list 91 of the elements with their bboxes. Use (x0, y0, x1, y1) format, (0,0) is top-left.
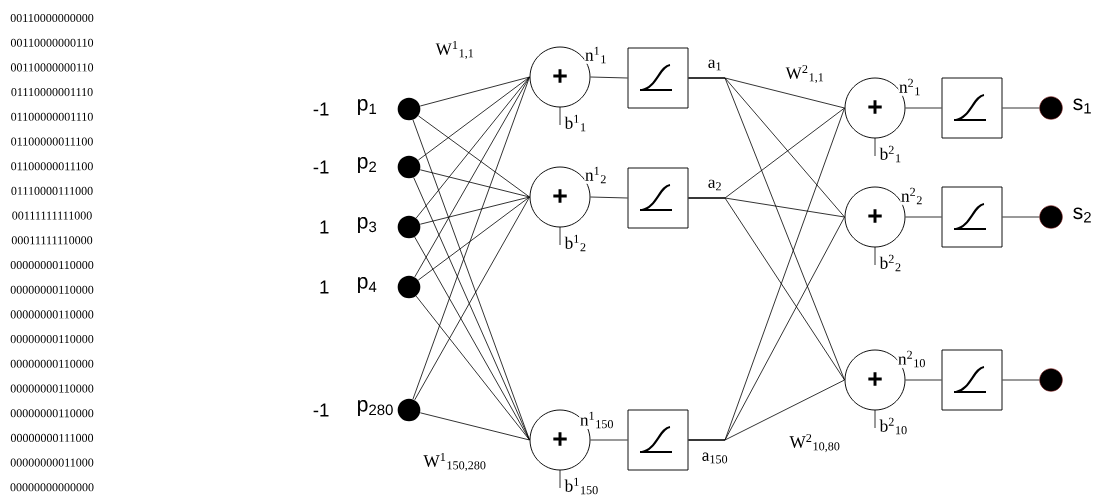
connector-line (419, 412, 530, 441)
input-value: 1 (320, 220, 329, 234)
edge-label: W$^{1}$1,1 (434, 40, 476, 60)
binary-row: 00000000110000 (10, 310, 94, 319)
binary-row: 00000000110000 (10, 359, 94, 368)
binary-row: 00011111110000 (11, 236, 93, 245)
binary-row: 01110000001110 (11, 88, 93, 97)
input-dot (397, 155, 421, 179)
edge-label: n$^{2}$10 (897, 350, 927, 368)
input-label: p$_{280}$ (358, 400, 393, 416)
binary-row: 00110000000000 (10, 13, 94, 23)
edge-label: W$^{2}$1,1 (784, 64, 826, 84)
output-dot (1039, 368, 1063, 392)
input-value: -1 (313, 102, 329, 116)
bias-label: b$^{1}$1 (564, 114, 586, 132)
connector-line (590, 439, 628, 441)
binary-row: 00110000000110 (10, 63, 94, 72)
edge-label: n$^{1}$1 (584, 46, 608, 64)
connector-line (415, 295, 530, 441)
connector-line (414, 196, 530, 401)
input-dot (397, 97, 421, 121)
transfer-function-box (941, 349, 1003, 411)
binary-row: 01110000111000 (11, 186, 93, 195)
output-label: a$_{1}$ (708, 59, 721, 71)
edge-label: n$^{2}$1 (898, 78, 922, 96)
binary-row: 00000000111000 (10, 433, 94, 442)
input-label: p$_{3}$ (358, 217, 377, 233)
input-dot (397, 215, 421, 239)
connector-line (590, 196, 628, 199)
connector-line (419, 196, 530, 225)
output-dot (1039, 205, 1063, 229)
connector-line (688, 379, 845, 441)
binary-row: 00111111111000 (12, 211, 92, 220)
connector-line (905, 379, 942, 381)
edge-label: n$^{1}$2 (584, 166, 608, 184)
input-value: -1 (313, 160, 329, 174)
bias-label: b$^{2}$1 (879, 145, 901, 163)
input-value: -1 (313, 403, 329, 417)
edge-label: n$^{2}$2 (900, 187, 924, 205)
connector-line (590, 76, 628, 79)
connector-line (905, 216, 942, 218)
binary-row: 00110000000110 (10, 38, 94, 47)
binary-row: 00000000110000 (10, 285, 94, 294)
input-dot (397, 398, 421, 422)
binary-row: 00000000000000 (10, 483, 94, 492)
output-label: a$_{150}$ (702, 452, 728, 464)
connector-line (415, 76, 530, 219)
connector-line (419, 76, 530, 107)
output-label: a$_{2}$ (708, 179, 721, 191)
connector-line (412, 76, 530, 400)
connector-line (413, 177, 530, 441)
connector-line (417, 196, 530, 281)
connector-line (1002, 216, 1040, 218)
output-label: s$_{1}$ (1073, 98, 1091, 114)
input-label: p$_{2}$ (358, 157, 376, 173)
connector-line (414, 236, 530, 441)
binary-row: 01100000011100 (11, 137, 93, 146)
connector-line (417, 76, 530, 161)
input-label: p$_{1}$ (358, 99, 377, 115)
connector-line (417, 115, 530, 198)
connector-line (1002, 107, 1040, 109)
input-dot (397, 275, 421, 299)
connector-line (1002, 379, 1040, 381)
input-value: 1 (320, 280, 329, 294)
output-label: s$_{2}$ (1073, 207, 1091, 223)
binary-row: 00000000011000 (10, 458, 94, 467)
binary-row: 01100000001110 (11, 112, 93, 121)
binary-row: 00000000110000 (10, 384, 94, 393)
transfer-function-box (627, 409, 689, 471)
transfer-function-box (627, 47, 689, 109)
transfer-function-box (941, 186, 1003, 248)
binary-row: 01100000011100 (11, 162, 93, 171)
transfer-function-box (941, 77, 1003, 139)
bias-label: b$^{1}$2 (564, 234, 586, 252)
connector-line (419, 169, 530, 198)
transfer-function-box (627, 167, 689, 229)
binary-row: 00000000110000 (10, 335, 94, 344)
binary-row: 00000000110000 (10, 260, 94, 270)
output-dot (1039, 96, 1063, 120)
input-label: p$_{4}$ (358, 277, 377, 293)
edge-label: W$^{2}$10,80 (788, 433, 842, 453)
bias-label: b$^{1}$150 (564, 477, 598, 495)
connector-line (688, 197, 845, 381)
bias-label: b$^{2}$10 (879, 417, 907, 435)
edge-label: n$^{1}$150 (579, 411, 615, 429)
connector-line (688, 77, 845, 381)
connector-line (414, 76, 530, 278)
connector-line (905, 107, 942, 109)
bias-label: b$^{2}$2 (879, 254, 901, 272)
binary-row: 00000000110000 (10, 409, 94, 418)
edge-label: W$^{1}$150,280 (422, 452, 488, 472)
